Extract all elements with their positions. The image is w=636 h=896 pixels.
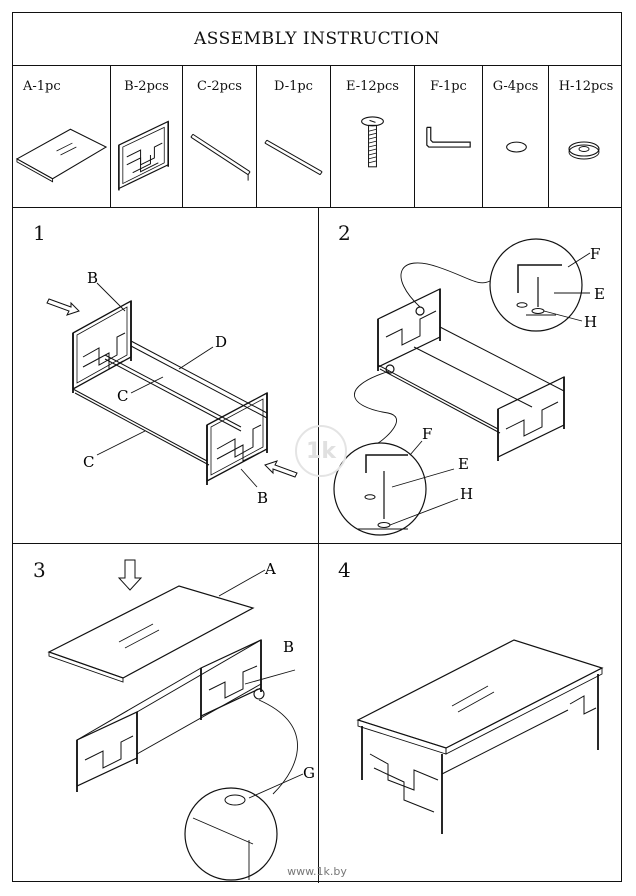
step-3-diagram: A B G — [47, 559, 315, 881]
step-2-panel: 2 — [318, 207, 623, 543]
washer-icon — [568, 141, 600, 160]
step-4-diagram — [356, 639, 604, 834]
step-number: 3 — [33, 558, 46, 582]
callout-e-bottom: E — [458, 455, 469, 473]
footer-url[interactable]: www.1k.by — [287, 865, 347, 878]
glass-pad-icon — [506, 141, 527, 153]
step-number: 4 — [338, 558, 351, 582]
callout-g: G — [303, 764, 315, 782]
part-e-label: E-12pcs — [346, 79, 399, 94]
callout-c-inner: C — [117, 387, 128, 405]
allen-key-icon — [426, 126, 471, 148]
part-f: F-1pc — [415, 65, 483, 207]
part-a: A-1pc — [13, 65, 111, 207]
callout-b: B — [283, 638, 294, 656]
callout-c-outer: C — [83, 453, 94, 471]
part-c-label: C-2pcs — [197, 79, 242, 94]
grid-divider-vertical — [318, 207, 320, 883]
callout-h-top: H — [584, 313, 597, 331]
long-rail-icon — [190, 133, 251, 181]
part-g-label: G-4pcs — [492, 79, 539, 94]
glass-top-icon — [15, 128, 108, 183]
title-bar: ASSEMBLY INSTRUCTION — [13, 13, 621, 66]
part-h: H-12pcs — [549, 65, 623, 207]
side-frame-icon — [118, 120, 169, 191]
callout-b-bottom: B — [257, 489, 268, 507]
step-1-panel: 1 — [13, 207, 318, 543]
bolt-icon — [361, 116, 384, 168]
part-d: D-1pc — [257, 65, 331, 207]
grid-divider-horizontal — [13, 543, 621, 545]
callout-b-top: B — [87, 269, 98, 287]
part-h-label: H-12pcs — [558, 79, 614, 94]
callout-d: D — [215, 333, 227, 351]
step-4-panel: 4 — [318, 544, 623, 883]
step-2-diagram: F E H F E H — [333, 238, 605, 536]
parts-list: A-1pc B-2pcs C-2pcs — [13, 65, 621, 208]
part-a-label: A-1pc — [23, 79, 61, 94]
callout-f-bottom: F — [422, 425, 432, 443]
step-1-diagram: B D C C B — [46, 269, 298, 507]
part-c: C-2pcs — [183, 65, 257, 207]
step-3-panel: 3 A — [13, 544, 318, 883]
step-number: 2 — [338, 221, 351, 245]
part-b-label: B-2pcs — [124, 79, 169, 94]
part-d-label: D-1pc — [274, 79, 313, 94]
center-rail-icon — [264, 139, 323, 176]
instruction-sheet: ASSEMBLY INSTRUCTION A-1pc B-2pcs — [12, 12, 623, 883]
part-g: G-4pcs — [483, 65, 549, 207]
page-title: ASSEMBLY INSTRUCTION — [194, 29, 440, 49]
callout-h-bottom: H — [460, 485, 473, 503]
callout-f-top: F — [590, 245, 600, 263]
part-f-label: F-1pc — [430, 79, 467, 94]
callout-e-top: E — [594, 285, 605, 303]
watermark-logo: 1k — [295, 425, 347, 477]
part-e: E-12pcs — [331, 65, 415, 207]
step-number: 1 — [33, 221, 46, 245]
part-b: B-2pcs — [111, 65, 183, 207]
callout-a: A — [264, 560, 276, 578]
